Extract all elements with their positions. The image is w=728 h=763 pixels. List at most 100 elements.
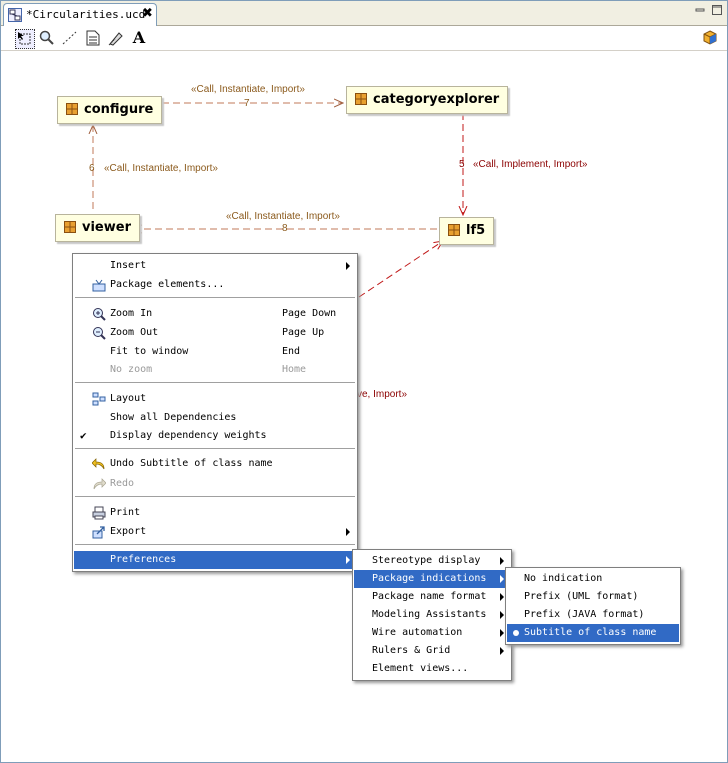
menu-item-prefix-java[interactable]: Prefix (JAVA format): [507, 606, 679, 624]
edge-weight-label: 7: [244, 98, 250, 109]
menu-item-label: Package name format: [372, 591, 487, 602]
menu-item-zoom-out[interactable]: Zoom Out Page Up: [74, 324, 356, 342]
submenu-arrow-icon: [346, 528, 350, 536]
menu-item-undo[interactable]: Undo Subtitle of class name: [74, 455, 356, 473]
radio-selected-icon: [513, 630, 519, 636]
edge-stereotype-label: «Call, Instantiate, Import»: [191, 84, 305, 95]
minimize-icon[interactable]: [694, 4, 706, 16]
menu-item-label: Preferences: [110, 554, 177, 565]
note-tool-icon[interactable]: [84, 29, 102, 47]
menu-item-insert[interactable]: Insert: [74, 257, 356, 275]
redo-icon: [93, 478, 106, 490]
menu-item-layout[interactable]: Layout: [74, 390, 356, 408]
menu-item-label: Package indications: [372, 573, 487, 584]
menu-separator: [75, 544, 355, 546]
menu-item-label: Undo Subtitle of class name: [110, 458, 273, 469]
submenu-arrow-icon: [346, 556, 350, 564]
close-icon[interactable]: ✖: [142, 6, 153, 21]
menu-item-label: Export: [110, 526, 147, 537]
menu-item-label: Package elements...: [110, 279, 225, 290]
tab-circularities[interactable]: *Circularities.ucd ✖: [3, 3, 157, 26]
menu-item-package-name-format[interactable]: Package name format: [354, 588, 510, 606]
menu-item-label: Modeling Assistants: [372, 609, 487, 620]
class-diagram-icon: [8, 8, 22, 22]
node-label: configure: [84, 102, 154, 117]
submenu-arrow-icon: [500, 593, 504, 601]
package-icon: [355, 93, 367, 105]
submenu-arrow-icon: [500, 611, 504, 619]
menu-item-label: Element views...: [372, 663, 469, 674]
text-tool-icon[interactable]: A: [132, 28, 146, 47]
menu-item-no-indication[interactable]: No indication: [507, 570, 679, 588]
menu-item-label: Wire automation: [372, 627, 463, 638]
menu-item-element-views[interactable]: Element views...: [354, 660, 510, 678]
export-icon: [92, 526, 105, 539]
diagram-canvas[interactable]: configure categoryexplorer viewer lf5 «C…: [1, 51, 727, 762]
menu-separator: [75, 496, 355, 498]
menu-item-label: Redo: [110, 478, 135, 489]
editor-tab-bar: *Circularities.ucd ✖: [1, 1, 727, 26]
note-attachment-tool-icon[interactable]: [107, 29, 125, 47]
submenu-arrow-icon: [500, 647, 504, 655]
edge-weight-label: 5: [459, 159, 465, 170]
submenu-arrow-icon: [500, 629, 504, 637]
menu-item-preferences[interactable]: Preferences: [74, 551, 356, 569]
menu-item-export[interactable]: Export: [74, 523, 356, 541]
menu-item-stereotype-display[interactable]: Stereotype display: [354, 552, 510, 570]
menu-item-display-dependency-weights[interactable]: ✔ Display dependency weights: [74, 427, 356, 445]
package-node-lf5[interactable]: lf5: [439, 217, 495, 245]
cube-icon[interactable]: [701, 29, 719, 47]
menu-item-wire-automation[interactable]: Wire automation: [354, 624, 510, 642]
dependency-tool-icon[interactable]: [61, 29, 79, 47]
menu-item-label: Stereotype display: [372, 555, 481, 566]
menu-item-label: Zoom In: [110, 308, 153, 319]
package-node-configure[interactable]: configure: [57, 96, 163, 124]
zoom-out-icon: [93, 327, 106, 340]
menu-item-label: Rulers & Grid: [372, 645, 451, 656]
package-elements-icon: [92, 279, 106, 292]
submenu-arrow-icon: [500, 575, 504, 583]
edge-to-lf5[interactable]: [358, 241, 443, 298]
menu-item-package-elements[interactable]: Package elements...: [74, 276, 356, 294]
tab-label: *Circularities.ucd: [26, 8, 146, 21]
menu-item-modeling-assistants[interactable]: Modeling Assistants: [354, 606, 510, 624]
menu-item-subtitle-of-class-name[interactable]: Subtitle of class name: [507, 624, 679, 642]
layout-icon: [92, 392, 106, 406]
checkmark-icon: ✔: [80, 429, 87, 442]
edge-stereotype-label: «Call, Instantiate, Import»: [104, 163, 218, 174]
package-node-viewer[interactable]: viewer: [55, 214, 140, 242]
submenu-arrow-icon: [500, 557, 504, 565]
menu-separator: [75, 448, 355, 450]
menu-item-label: Print: [110, 507, 141, 518]
package-icon: [66, 103, 78, 115]
menu-item-zoom-in[interactable]: Zoom In Page Down: [74, 305, 356, 323]
edge-weight-label: 6: [89, 163, 95, 174]
menu-item-fit-to-window[interactable]: Fit to window End: [74, 343, 356, 361]
menu-item-prefix-uml[interactable]: Prefix (UML format): [507, 588, 679, 606]
submenu-arrow-icon: [346, 262, 350, 270]
package-node-categoryexplorer[interactable]: categoryexplorer: [346, 86, 509, 114]
menu-item-label: No indication: [524, 573, 603, 584]
menu-item-redo: Redo: [74, 475, 356, 493]
package-indications-submenu: No indication Prefix (UML format) Prefix…: [505, 567, 681, 645]
package-icon: [64, 221, 76, 233]
menu-item-label: Show all Dependencies: [110, 412, 237, 423]
menu-item-rulers-grid[interactable]: Rulers & Grid: [354, 642, 510, 660]
menu-item-show-all-dependencies[interactable]: Show all Dependencies: [74, 409, 356, 427]
menu-item-label: Fit to window: [110, 346, 189, 357]
menu-item-label: Layout: [110, 393, 147, 404]
edge-weight-label: 8: [282, 223, 288, 234]
zoom-tool-icon[interactable]: [38, 29, 56, 47]
preferences-submenu: Stereotype display Package indications P…: [352, 549, 512, 681]
menu-item-label: Display dependency weights: [110, 430, 267, 441]
menu-item-package-indications[interactable]: Package indications: [354, 570, 510, 588]
menu-item-label: Prefix (JAVA format): [524, 609, 645, 620]
dependency-edges: [1, 51, 727, 298]
select-tool-icon[interactable]: [15, 29, 35, 49]
menu-separator: [75, 382, 355, 384]
menu-item-accelerator: Home: [282, 364, 307, 375]
diagram-toolbar: A: [1, 26, 727, 51]
maximize-icon[interactable]: [711, 4, 723, 16]
menu-item-label: No zoom: [110, 364, 153, 375]
menu-item-print[interactable]: Print: [74, 504, 356, 522]
